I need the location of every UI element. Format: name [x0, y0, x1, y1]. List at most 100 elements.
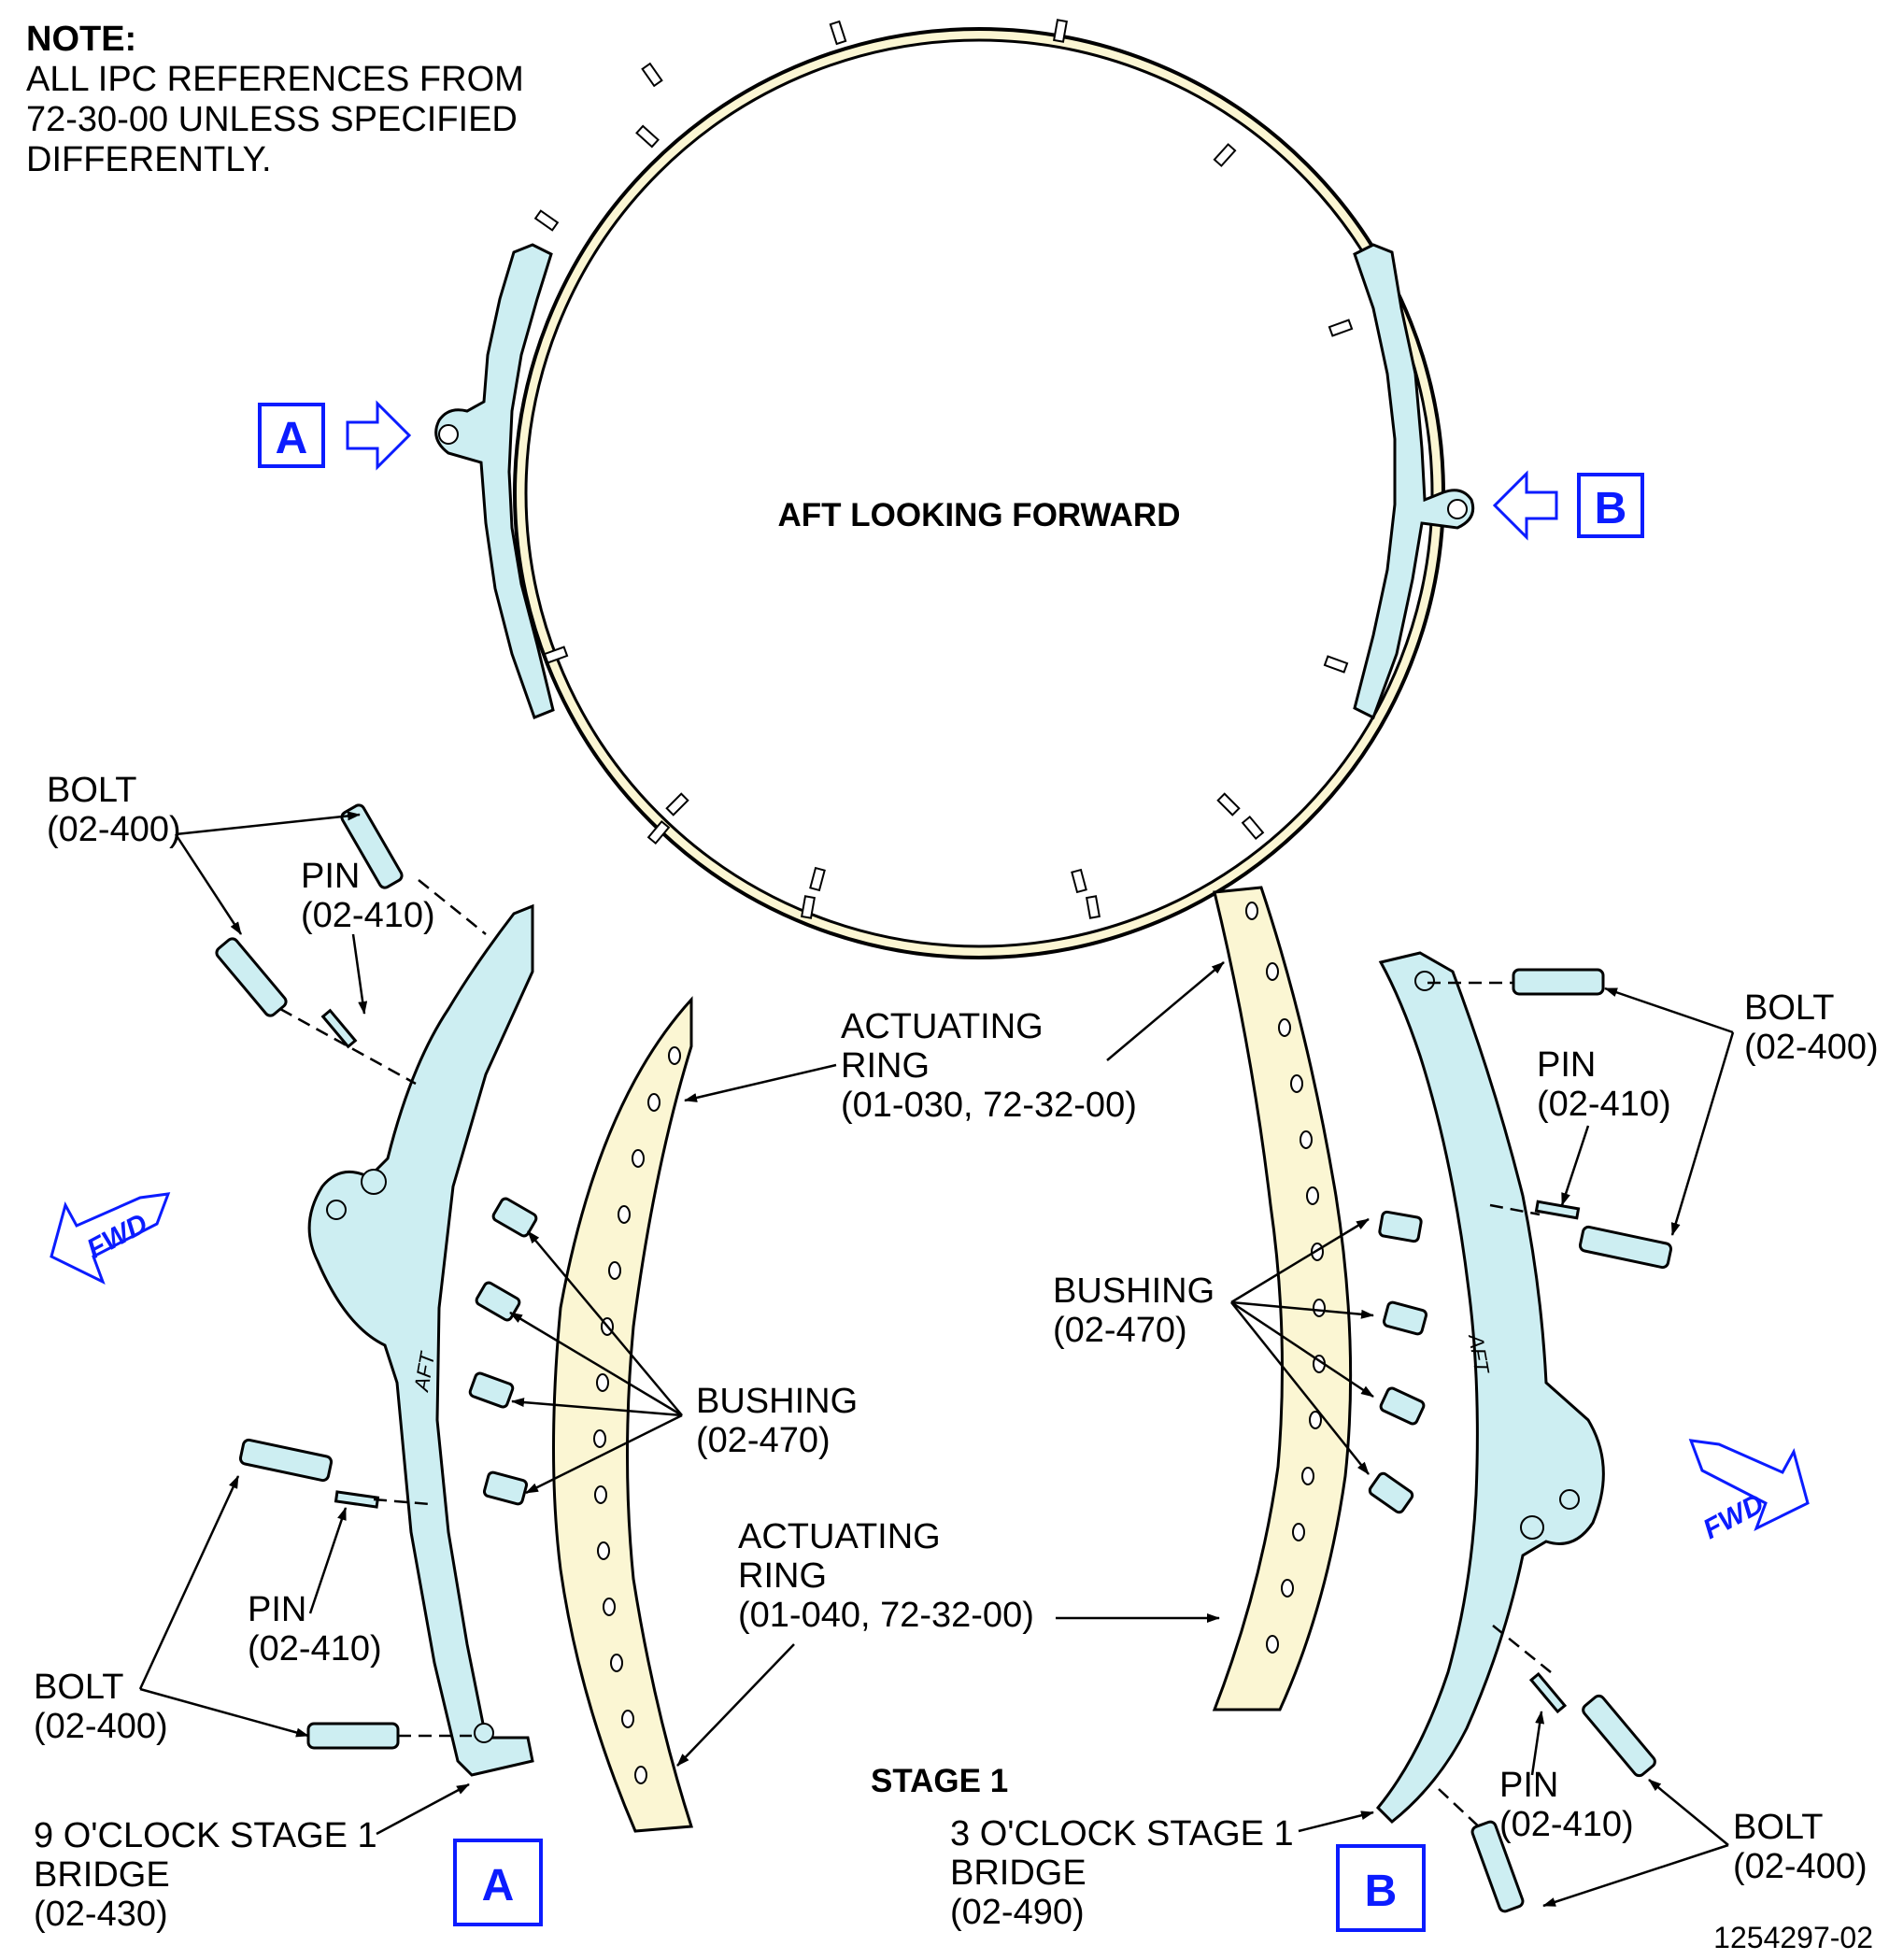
view-b-bolt-top-1	[1512, 968, 1605, 996]
ring-clips	[533, 19, 1354, 919]
callout-b-arrow	[1492, 470, 1558, 541]
view-a-bridge-label-1: 9 O'CLOCK STAGE 1	[34, 1816, 377, 1855]
view-a-ring2-label-1: ACTUATING	[738, 1517, 941, 1556]
view-b-pin-bottom-label: PIN	[1499, 1766, 1558, 1805]
view-a-pin-bottom-label: PIN	[248, 1590, 306, 1629]
view-a-ring-holes	[593, 1046, 681, 1784]
view-a-fwd-arrow: FWD	[50, 1192, 171, 1285]
main-view-label: AFT LOOKING FORWARD	[778, 497, 1181, 533]
view-a-ring2-label-2: RING	[738, 1556, 827, 1596]
view-a-ring2-label-3: (01-040, 72-32-00)	[738, 1596, 1034, 1635]
view-b-bridge-label-3: (02-490)	[950, 1893, 1085, 1932]
view-a-bushing-4	[482, 1470, 529, 1506]
view-b-callout-box	[1336, 1844, 1426, 1932]
view-b-bridge-hole-3	[1559, 1489, 1580, 1510]
view-b-fasteners	[1368, 968, 1673, 1913]
view-b-pin-top-ref: (02-410)	[1537, 1085, 1671, 1124]
view-b-bolt-top-label: BOLT	[1744, 988, 1834, 1028]
view-b-bolt-top-ref: (02-400)	[1744, 1028, 1879, 1067]
view-a-pin-top-ref: (02-410)	[301, 896, 435, 935]
view-b-bushing-label: BUSHING	[1053, 1271, 1214, 1311]
view-b-bushing-1	[1378, 1210, 1423, 1243]
view-a-bushing-1	[491, 1197, 538, 1238]
view-a-actuating-ring	[552, 996, 694, 1833]
view-b-callout-text: B	[1365, 1867, 1398, 1916]
view-b-fwd-arrow: FWD	[1688, 1439, 1810, 1545]
view-b-bridge-label-1: 3 O'CLOCK STAGE 1	[950, 1814, 1294, 1853]
view-b: AFT BOLT (02-400) PIN (02-410) BUSHING (…	[871, 886, 1879, 1932]
note-block: NOTE: ALL IPC REFERENCES FROM 72-30-00 U…	[26, 20, 524, 179]
main-bridge-right	[1353, 243, 1475, 720]
view-a-bushing-ref: (02-470)	[696, 1421, 831, 1460]
callout-a-main-text: A	[276, 414, 308, 463]
note-title: NOTE:	[26, 20, 136, 59]
view-b-bridge-hole-1	[1414, 971, 1435, 991]
view-a-bushing-3	[468, 1371, 515, 1409]
view-b-actuating-ring	[1212, 886, 1353, 1711]
view-a-pin-bottom-ref: (02-410)	[248, 1629, 382, 1669]
view-b-stage-label: STAGE 1	[871, 1763, 1008, 1799]
view-b-bridge-hole-2	[1520, 1515, 1544, 1540]
callout-a-arrow	[346, 400, 412, 471]
view-a-bridge-hole-3	[474, 1723, 494, 1743]
view-b-leaders	[1056, 961, 1735, 1908]
actuating-ring-inner	[524, 38, 1434, 948]
view-a-ring-label-2: RING	[841, 1046, 930, 1086]
view-b-pin-top-label: PIN	[1537, 1045, 1596, 1085]
view-a-ring-label-3: (01-030, 72-32-00)	[841, 1086, 1137, 1125]
callout-b-main-text: B	[1595, 484, 1627, 533]
view-a: AFT BOLT (02-400) PIN (02-410) ACTUATING	[34, 771, 1137, 1934]
view-b-pin-bottom-ref: (02-410)	[1499, 1805, 1634, 1844]
main-bridge-left	[434, 243, 555, 719]
main-bridge-left-hole	[438, 424, 459, 445]
view-b-bridge-label-2: BRIDGE	[950, 1853, 1087, 1893]
note-line-1: ALL IPC REFERENCES FROM	[26, 60, 524, 99]
view-a-leaders	[138, 811, 837, 1836]
view-a-bolt-top-2	[215, 937, 288, 1017]
view-a-bridge-label-2: BRIDGE	[34, 1855, 170, 1895]
view-a-bolt-bottom-label: BOLT	[34, 1668, 123, 1707]
view-a-callout-box	[453, 1839, 543, 1926]
view-b-bushing-ref: (02-470)	[1053, 1311, 1187, 1350]
view-a-callout-text: A	[482, 1861, 515, 1910]
view-a-bushing-2	[475, 1281, 521, 1322]
view-b-bolt-bottom-2	[1470, 1820, 1525, 1913]
view-a-bushing-label: BUSHING	[696, 1382, 858, 1421]
view-a-bridge-hole-1	[361, 1169, 387, 1195]
view-a-pin-top-label: PIN	[301, 857, 360, 896]
view-a-pin-bottom	[334, 1490, 380, 1509]
view-b-bolt-bottom-ref: (02-400)	[1733, 1847, 1868, 1886]
view-b-pin-top	[1534, 1200, 1581, 1220]
view-b-bushing-4	[1368, 1471, 1414, 1514]
view-a-bolt-top-ref: (02-400)	[47, 810, 181, 849]
view-b-pin-bottom	[1528, 1671, 1568, 1714]
callout-a-main: A	[258, 400, 412, 471]
figure-id: 1254297-02	[1713, 1921, 1873, 1954]
main-ring-view: AFT LOOKING FORWARD A B	[258, 19, 1644, 959]
view-b-bolt-bottom-1	[1582, 1694, 1656, 1778]
view-b-bolt-bottom-label: BOLT	[1733, 1808, 1823, 1847]
note-line-3: DIFFERENTLY.	[26, 140, 272, 179]
view-a-bolt-bottom-1	[238, 1438, 334, 1483]
view-b-bolt-top-2	[1578, 1225, 1673, 1270]
view-a-bolt-top-1	[340, 803, 404, 889]
view-b-bridge	[1375, 951, 1605, 1825]
view-a-bridge-hole-2	[326, 1200, 347, 1220]
note-line-2: 72-30-00 UNLESS SPECIFIED	[26, 100, 518, 139]
view-b-bushing-2	[1382, 1300, 1428, 1336]
view-a-ring-label-1: ACTUATING	[841, 1007, 1044, 1046]
view-b-bushing-3	[1379, 1386, 1426, 1426]
view-a-bolt-top-label: BOLT	[47, 771, 136, 810]
view-a-fasteners	[215, 803, 538, 1750]
view-b-fwd-text: FWD	[1698, 1488, 1769, 1545]
view-a-bolt-bottom-2	[306, 1722, 400, 1750]
view-b-dashed-lines	[1427, 981, 1552, 1832]
view-a-pin-top	[320, 1008, 358, 1049]
main-bridge-right-hole	[1447, 499, 1468, 519]
view-b-ring-holes	[1245, 902, 1326, 1654]
callout-b-main: B	[1492, 470, 1644, 541]
view-a-dashed-lines	[279, 879, 487, 1738]
view-a-bridge-label-3: (02-430)	[34, 1895, 168, 1934]
view-a-bolt-bottom-ref: (02-400)	[34, 1707, 168, 1746]
